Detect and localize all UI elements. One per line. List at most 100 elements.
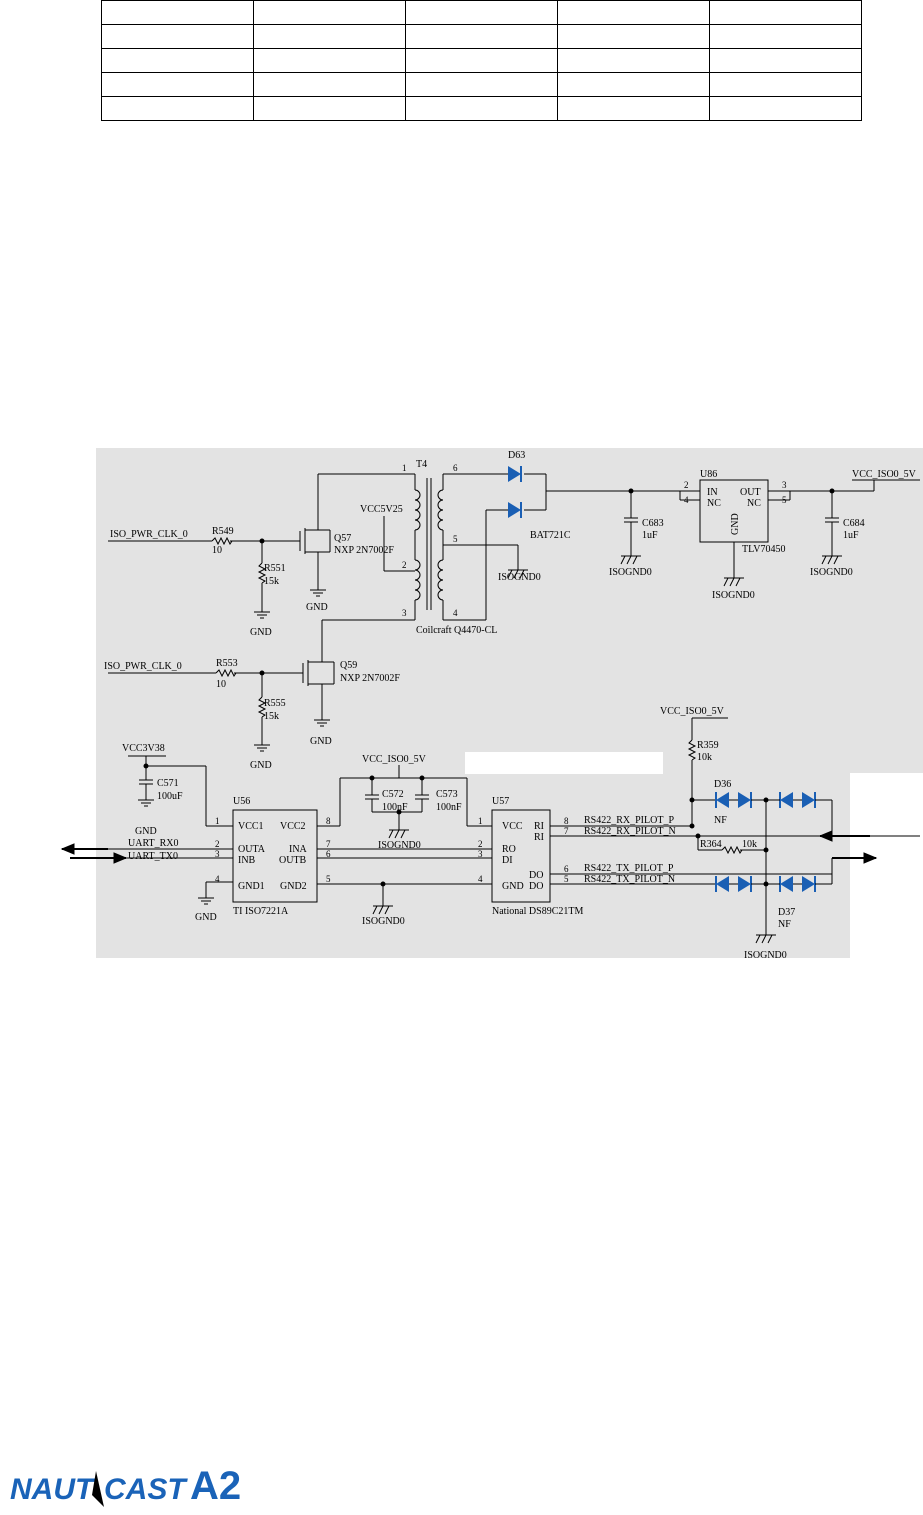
net-iso-pwr-clk-b: ISO_PWR_CLK_0 — [104, 661, 182, 672]
c684-value: 1uF — [843, 530, 859, 541]
u57-pin-ri1: RI — [534, 821, 544, 832]
svg-text:1: 1 — [215, 816, 220, 826]
isognd-label-d37: ISOGND0 — [744, 950, 787, 961]
gnd-label-q59: GND — [310, 736, 332, 747]
svg-text:2: 2 — [402, 560, 407, 570]
d37-value: NF — [778, 919, 791, 930]
u56-pin-vcc1: VCC1 — [238, 821, 264, 832]
u56-pin-gnd1: GND1 — [238, 881, 265, 892]
t4-value: Coilcraft Q4470-CL — [416, 625, 497, 636]
u86-value: TLV70450 — [742, 544, 786, 555]
svg-text:3: 3 — [402, 608, 407, 618]
gnd-label-u56: GND — [195, 912, 217, 923]
net-rx-p: RS422_RX_PILOT_P — [584, 815, 674, 826]
u56-pin-gnd2: GND2 — [280, 881, 307, 892]
svg-text:2: 2 — [478, 839, 483, 849]
r551-ref: R551 — [264, 563, 286, 574]
u56-pin-vcc2: VCC2 — [280, 821, 306, 832]
net-rx-n: RS422_RX_PILOT_N — [584, 826, 676, 837]
gnd-label-r551: GND — [250, 627, 272, 638]
u56-pin-outb: OUTB — [279, 855, 307, 866]
isognd-label-c684: ISOGND0 — [810, 567, 853, 578]
svg-text:6: 6 — [326, 849, 331, 859]
u56-pin-inb: INB — [238, 855, 256, 866]
svg-text:4: 4 — [215, 874, 220, 884]
svg-text:3: 3 — [215, 849, 220, 859]
q59-value: NXP 2N7002F — [340, 673, 400, 684]
gnd-label-c571: GND — [135, 826, 157, 837]
r364-ref: R364 — [700, 839, 722, 850]
u57-pin-ro: RO — [502, 844, 516, 855]
net-vcc-iso0-5v-out: VCC_ISO0_5V — [852, 469, 917, 480]
svg-text:CAST: CAST — [104, 1473, 188, 1506]
svg-text:6: 6 — [564, 864, 569, 874]
u86-pin-nc2: NC — [747, 498, 761, 509]
svg-text:3: 3 — [478, 849, 483, 859]
net-iso-pwr-clk-a: ISO_PWR_CLK_0 — [110, 529, 188, 540]
q57-ref: Q57 — [334, 533, 351, 544]
c684-ref: C684 — [843, 518, 865, 529]
u86-pin-gnd: GND — [730, 513, 741, 535]
gnd-label-q57: GND — [306, 602, 328, 613]
r553-ref: R553 — [216, 658, 238, 669]
svg-text:6: 6 — [453, 463, 458, 473]
net-tx-n: RS422_TX_PILOT_N — [584, 874, 675, 885]
u86-pin-out: OUT — [740, 487, 761, 498]
u57-pin-ri2: RI — [534, 832, 544, 843]
isognd-label-u86: ISOGND0 — [712, 590, 755, 601]
u57-ref: U57 — [492, 796, 509, 807]
net-vcc3v38: VCC3V38 — [122, 743, 165, 754]
t4-ref: T4 — [416, 459, 427, 470]
net-vcc-iso0-5v-mid: VCC_ISO0_5V — [362, 754, 427, 765]
c683-ref: C683 — [642, 518, 664, 529]
svg-text:4: 4 — [453, 608, 458, 618]
d37-ref: D37 — [778, 907, 795, 918]
svg-text:3: 3 — [782, 480, 787, 490]
lower-panel-bg — [96, 773, 850, 958]
u57-pin-vcc: VCC — [502, 821, 523, 832]
isognd-label-t4: ISOGND0 — [498, 572, 541, 583]
u56-pin-outa: OUTA — [238, 844, 266, 855]
c683-value: 1uF — [642, 530, 658, 541]
q59-ref: Q59 — [340, 660, 357, 671]
d36-value: NF — [714, 815, 727, 826]
u86-pin-nc1: NC — [707, 498, 721, 509]
svg-text:5: 5 — [564, 874, 569, 884]
svg-text:1: 1 — [402, 463, 407, 473]
u57-pin-do2: DO — [529, 881, 543, 892]
q57-value: NXP 2N7002F — [334, 545, 394, 556]
r555-ref: R555 — [264, 698, 286, 709]
nauticast-logo: NAUT CAST A2 — [10, 1464, 241, 1508]
c571-value: 100uF — [157, 791, 183, 802]
svg-text:8: 8 — [564, 816, 569, 826]
logo-model: A2 — [190, 1464, 241, 1508]
svg-text:2: 2 — [215, 839, 220, 849]
upper-panel-bg — [96, 448, 923, 773]
d63-ref: D63 — [508, 450, 525, 461]
c572-value: 100nF — [382, 802, 408, 813]
svg-text:1: 1 — [478, 816, 483, 826]
u57-pin-do1: DO — [529, 870, 543, 881]
svg-text:5: 5 — [453, 534, 458, 544]
d63-value: BAT721C — [530, 530, 571, 541]
u56-ref: U56 — [233, 796, 250, 807]
net-uart-tx0: UART_TX0 — [128, 851, 178, 862]
u57-pin-di: DI — [502, 855, 513, 866]
u86-ref: U86 — [700, 469, 717, 480]
net-vcc-iso0-5v-pull: VCC_ISO0_5V — [660, 706, 725, 717]
isognd-label-gnd2: ISOGND0 — [362, 916, 405, 927]
svg-text:5: 5 — [782, 495, 787, 505]
r549-value: 10 — [212, 545, 222, 556]
c573-value: 100nF — [436, 802, 462, 813]
r359-value: 10k — [697, 752, 712, 763]
logo-brand: NAUT — [10, 1473, 96, 1506]
u56-pin-ina: INA — [289, 844, 308, 855]
svg-text:7: 7 — [564, 826, 569, 836]
net-vcc5v25: VCC5V25 — [360, 504, 403, 515]
svg-text:2: 2 — [684, 480, 689, 490]
gnd-label-r555: GND — [250, 760, 272, 771]
r549-ref: R549 — [212, 526, 234, 537]
u57-pin-gnd: GND — [502, 881, 524, 892]
r553-value: 10 — [216, 679, 226, 690]
svg-text:4: 4 — [684, 495, 689, 505]
